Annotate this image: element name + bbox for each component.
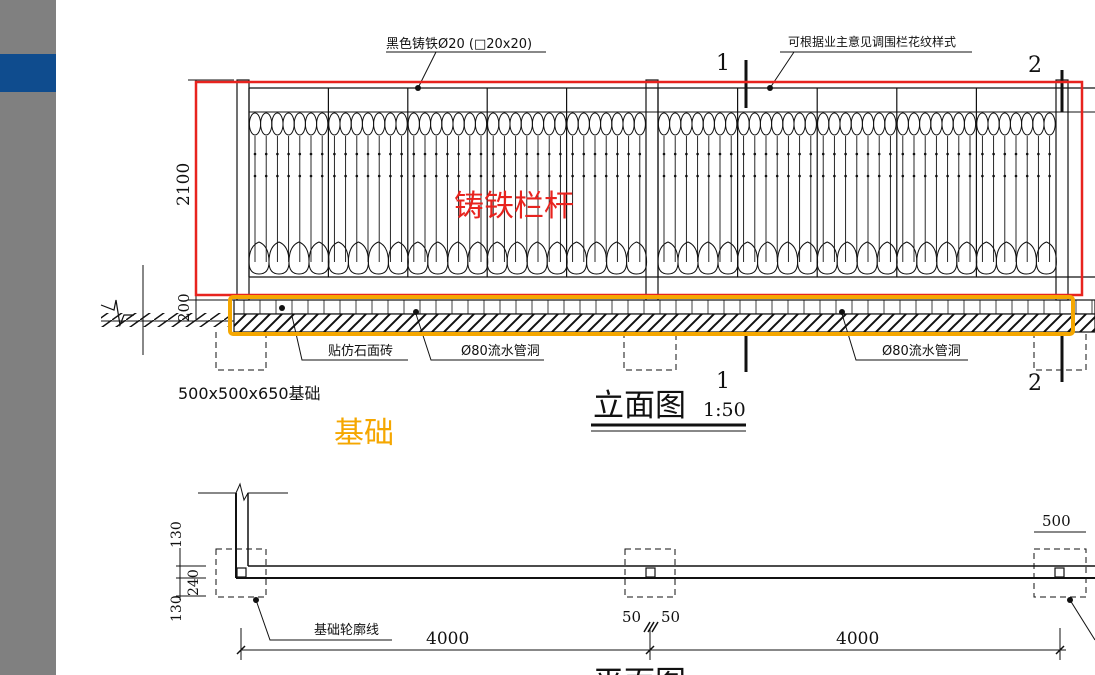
dim-50-right: 50	[661, 608, 680, 626]
dim-4000-right: 4000	[836, 629, 879, 649]
break-symbol	[100, 299, 134, 328]
drain-note-2: Ø80流水管洞	[882, 344, 961, 359]
cad-drawing: 2100 200 黑色铸铁Ø20 (□20x20) 可根据业主意见调围栏花纹样式…	[100, 34, 1095, 675]
post-right	[1055, 79, 1069, 301]
outline-note: 基础轮廓线	[314, 622, 379, 638]
plan-title: 平面图	[593, 665, 686, 675]
railing-note: 黑色铸铁Ø20 (□20x20)	[386, 36, 532, 52]
dim-500: 500	[1042, 512, 1071, 530]
post-middle	[645, 79, 659, 301]
elevation-scale: 1:50	[703, 399, 746, 421]
footing-outline	[215, 332, 267, 371]
section-mark-2-top: 2	[1028, 53, 1042, 78]
dim-2100: 2100	[174, 163, 194, 206]
plan-view: 130 240 130 500 基础轮廓线 50 50 4000 4000 平面…	[169, 482, 1095, 675]
footing-note: 500x500x650基础	[178, 384, 321, 403]
dim-4000-left: 4000	[426, 629, 469, 649]
fence-panels	[248, 87, 1095, 278]
section-mark-1-top: 1	[716, 51, 730, 76]
panel-tab[interactable]	[0, 54, 56, 92]
post-left	[236, 79, 250, 301]
pattern-note: 可根据业主意见调围栏花纹样式	[788, 34, 956, 49]
dim-50-left: 50	[622, 608, 641, 626]
dim-130-bottom: 130	[169, 595, 185, 622]
base-highlight-box	[228, 295, 1075, 336]
dim-130-top: 130	[169, 521, 185, 548]
section-mark-1-bottom: 1	[716, 369, 730, 394]
elevation-title: 立面图	[593, 388, 686, 424]
tile-note: 贴仿石面砖	[328, 344, 393, 359]
drain-note-1: Ø80流水管洞	[461, 344, 540, 359]
section-mark-2-bottom: 2	[1028, 371, 1042, 396]
railing-highlight-label: 铸铁栏杆	[454, 189, 574, 224]
plinth-cap	[233, 299, 1095, 315]
dim-200: 200	[175, 293, 193, 322]
base-highlight-label: 基础	[334, 416, 394, 451]
dim-240: 240	[186, 569, 202, 596]
elevation-view: 2100 200 黑色铸铁Ø20 (□20x20) 可根据业主意见调围栏花纹样式…	[100, 34, 1095, 432]
left-panel	[0, 0, 56, 675]
plinth-hatch	[233, 313, 1095, 333]
ground-hatch	[101, 313, 229, 327]
